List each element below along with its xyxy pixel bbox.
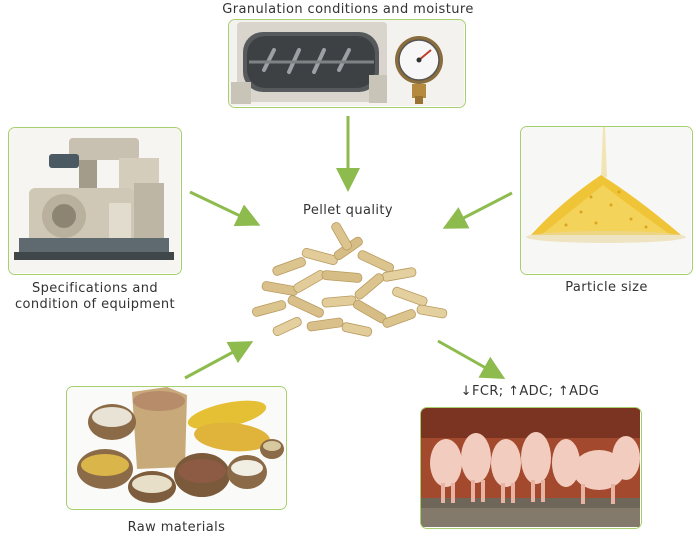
arrow-from-equipment	[189, 190, 261, 227]
piglets-feeding-icon	[421, 408, 640, 527]
particle-image	[520, 126, 693, 275]
equipment-label-line2: condition of equipment	[14, 297, 176, 312]
equipment-label-line1: Specifications and	[31, 281, 159, 296]
grain-baskets-icon	[67, 387, 285, 508]
cornmeal-pile-icon	[521, 127, 691, 273]
mixer-gauge-icon	[229, 20, 464, 106]
arrow-from-particle	[442, 191, 513, 229]
arrow-to-outcomes	[437, 339, 506, 379]
raw-materials-label: Raw materials	[127, 520, 226, 535]
granulation-label: Granulation conditions and moisture	[222, 2, 474, 17]
raw-materials-image	[66, 386, 287, 510]
arrow-from-raw-materials	[184, 341, 254, 380]
particle-size-label: Particle size	[565, 280, 648, 295]
granulation-image	[228, 19, 466, 108]
wood-pellets-icon	[252, 222, 448, 337]
pellet-mill-icon	[9, 128, 180, 273]
piglets-image	[420, 407, 642, 529]
pellets-image	[232, 222, 464, 342]
equipment-image	[8, 127, 182, 275]
outcomes-label: ↓FCR; ↑ADC; ↑ADG	[460, 384, 600, 399]
pellet-quality-label: Pellet quality	[303, 203, 393, 218]
